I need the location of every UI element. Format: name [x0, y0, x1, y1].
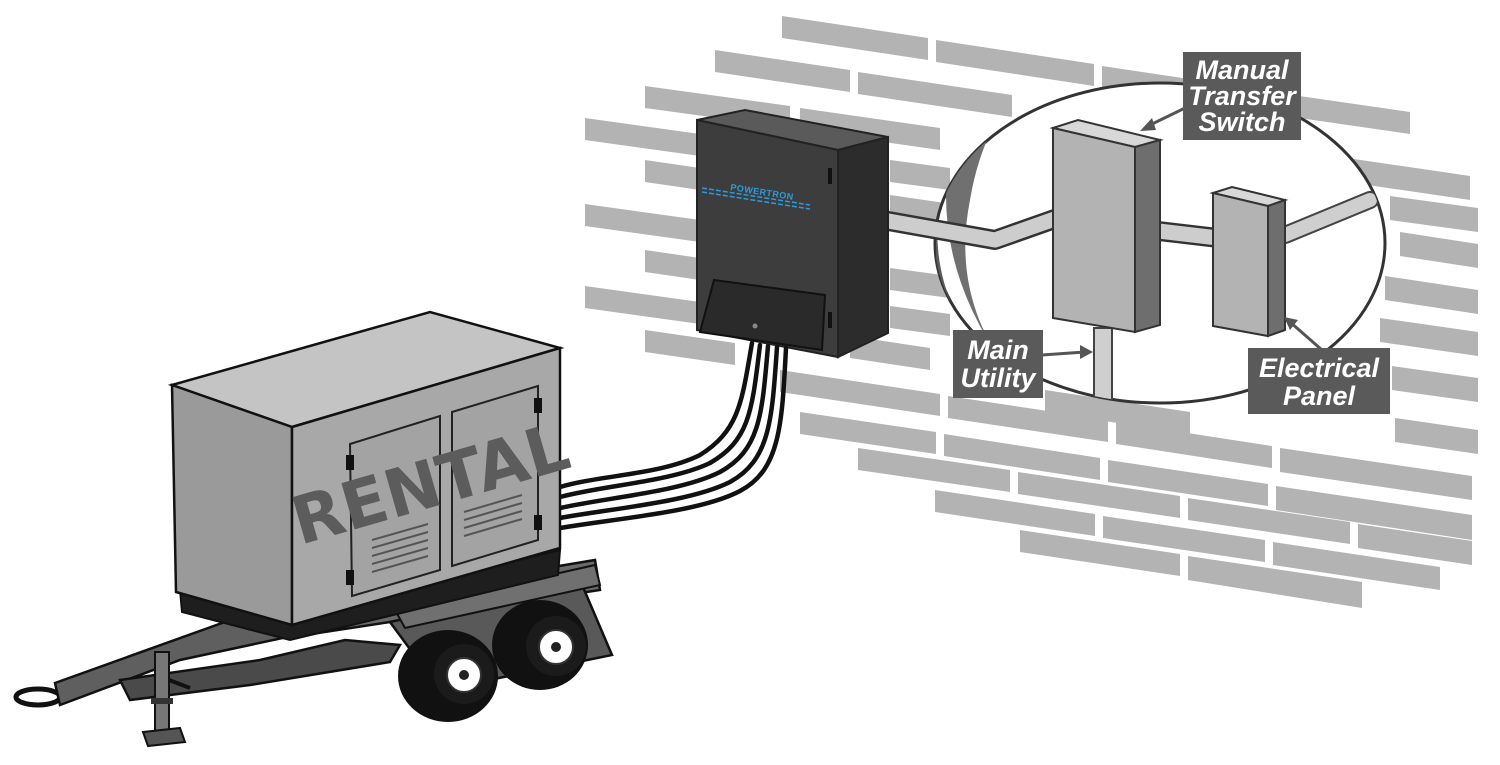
label-electrical-panel: Electrical Panel	[1248, 348, 1390, 414]
trailer-wheel-front	[492, 600, 588, 690]
wiring-detail-oval	[850, 81, 1387, 405]
label-manual-transfer-switch: Manual Transfer Switch	[1183, 52, 1301, 140]
trailer-jack	[141, 651, 191, 748]
label-line: Switch	[1198, 107, 1285, 137]
label-main-utility: Main Utility	[953, 330, 1043, 398]
label-line: Main	[967, 335, 1029, 365]
rental-generator: RENTAL	[167, 310, 578, 642]
hitch-ring	[13, 686, 63, 708]
label-line: Utility	[960, 363, 1037, 393]
electrical-panel	[1209, 185, 1289, 338]
conduit-switch-to-panel	[1140, 220, 1228, 248]
label-line: Transfer	[1188, 81, 1297, 111]
label-line: Electrical	[1259, 353, 1380, 383]
callout-arrows	[1041, 106, 1323, 359]
main-utility-conduit	[1093, 327, 1113, 403]
label-line: Panel	[1283, 381, 1356, 411]
powertron-enclosure: POWERTRON	[696, 108, 889, 359]
trailer-wheel-rear	[398, 630, 498, 722]
brick-wall	[585, 16, 1478, 608]
label-line: Manual	[1195, 55, 1289, 85]
power-cables	[557, 340, 789, 531]
manual-transfer-switch	[1049, 118, 1164, 334]
